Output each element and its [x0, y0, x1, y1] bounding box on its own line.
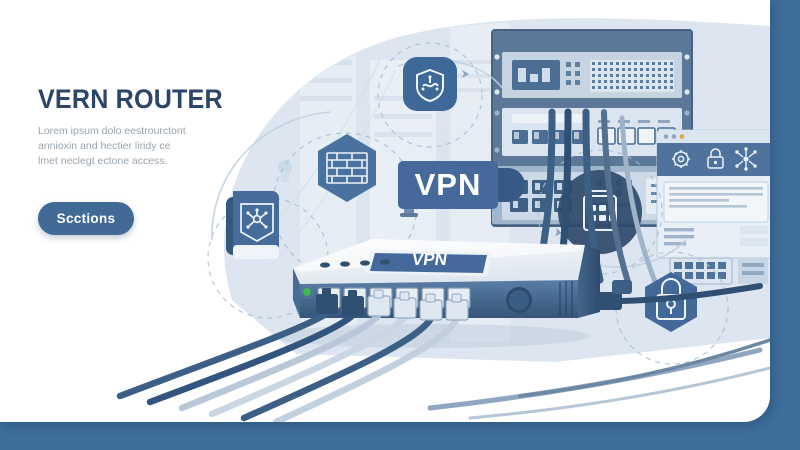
router-illustration: VPN [116, 18, 770, 422]
sections-button[interactable]: Scctions [38, 202, 134, 235]
window-dot-3 [679, 134, 685, 139]
hero-subcopy: Lorem ipsum dolo eestrourctont annioxin … [38, 125, 186, 167]
window-dot-2 [671, 134, 677, 139]
hero-copy: VERN ROUTER Lorem ipsum dolo eestrourcto… [38, 86, 248, 169]
rack-unit-1 [494, 52, 690, 98]
page-title: VERN ROUTER [38, 84, 223, 114]
router-top-label-text: VPN [411, 250, 449, 269]
shield-nodes-icon [240, 203, 274, 242]
router-vents [559, 281, 573, 316]
lock-icon [707, 148, 724, 169]
shield-network-badge[interactable] [403, 57, 457, 111]
router-status-leds [320, 259, 390, 268]
router-wan-cable [596, 280, 763, 310]
vpn-badge[interactable]: VPN [398, 161, 525, 217]
shield-network-icon [416, 68, 444, 103]
router-top-label: VPN [364, 250, 492, 276]
orbit-arrowheads [462, 70, 562, 236]
router-reset-button[interactable] [509, 290, 529, 310]
bottom-swoosh [427, 338, 770, 420]
ethernet-connectors [316, 288, 469, 321]
network-node-icon [735, 147, 757, 171]
vpn-card-badge[interactable] [226, 191, 279, 259]
ethernet-cables [116, 310, 460, 422]
window-dot-1 [663, 134, 669, 139]
gear-icon [672, 150, 690, 168]
hero-card: VPN [0, 0, 770, 422]
firewall-badge[interactable] [318, 134, 376, 202]
browser-panel [656, 129, 770, 285]
vpn-badge-label: VPN [415, 167, 482, 202]
firewall-brick-icon [326, 152, 368, 184]
power-led [303, 288, 311, 296]
